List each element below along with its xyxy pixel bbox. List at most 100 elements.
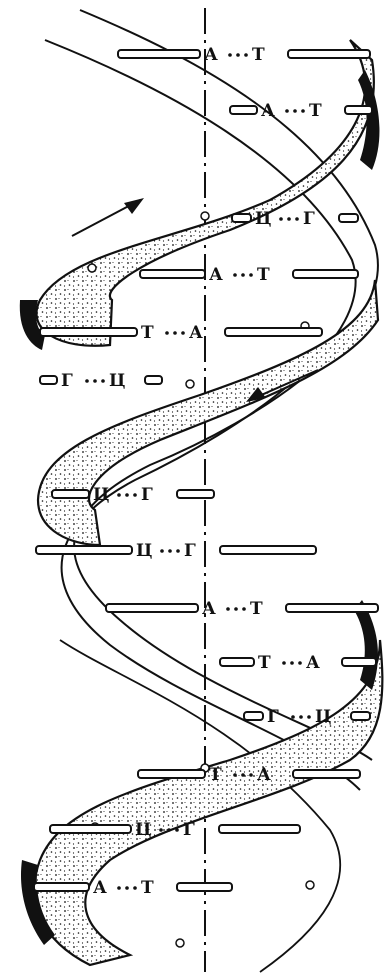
- base-left-label: Ц: [135, 820, 151, 840]
- base-right-label: Т: [141, 878, 154, 898]
- rung-right-bar: [225, 328, 322, 336]
- hydrogen-bond-dot: [307, 715, 311, 719]
- rung-left-bar: [50, 825, 131, 833]
- hydrogen-bond-dot: [228, 53, 232, 57]
- rung-right-bar: [345, 106, 372, 114]
- base-right-label: Г: [183, 820, 195, 840]
- hydrogen-bond-dot: [101, 379, 105, 383]
- hydrogen-bond-dot: [241, 273, 245, 277]
- rung-left-bar: [106, 604, 198, 612]
- ribbon-node: [186, 380, 194, 388]
- rung-right-bar: [342, 658, 376, 666]
- hydrogen-bond-dot: [168, 549, 172, 553]
- hydrogen-bond-dot: [165, 331, 169, 335]
- ribbon-node: [176, 939, 184, 947]
- base-left-label: А: [261, 101, 275, 121]
- hydrogen-bond-dot: [234, 607, 238, 611]
- rung-right-bar: [220, 546, 316, 554]
- rung-right-bar: [177, 883, 232, 891]
- arrow-up-right-icon: [72, 198, 144, 236]
- base-left-label: Г: [267, 707, 279, 727]
- hydrogen-bond-dot: [93, 379, 97, 383]
- rung-right-bar: [286, 604, 378, 612]
- base-right-label: А: [257, 765, 271, 785]
- hydrogen-bond-dot: [285, 109, 289, 113]
- base-right-label: Т: [252, 45, 265, 65]
- base-right-label: Т: [250, 599, 263, 619]
- hydrogen-bond-dot: [233, 273, 237, 277]
- base-left-label: А: [209, 265, 223, 285]
- rung-left-bar: [244, 712, 263, 720]
- hydrogen-bond-dot: [301, 109, 305, 113]
- base-right-label: А: [189, 323, 203, 343]
- rung-left-bar: [230, 106, 257, 114]
- hydrogen-bond-dot: [249, 273, 253, 277]
- base-left-label: Г: [61, 371, 73, 391]
- hydrogen-bond-dot: [125, 493, 129, 497]
- hydrogen-bond-dot: [291, 715, 295, 719]
- hydrogen-bond-dot: [159, 828, 163, 832]
- rung-right-bar: [351, 712, 370, 720]
- rung-left-bar: [138, 770, 205, 778]
- hydrogen-bond-dot: [233, 773, 237, 777]
- hydrogen-bond-dot: [293, 109, 297, 113]
- rung-left-bar: [232, 214, 251, 222]
- ribbon-node: [306, 881, 314, 889]
- base-left-label: А: [204, 45, 218, 65]
- base-left-label: Ц: [136, 541, 152, 561]
- rung-right-bar: [288, 50, 370, 58]
- hydrogen-bond-dot: [117, 886, 121, 890]
- rung-left-bar: [40, 376, 57, 384]
- hydrogen-bond-dot: [282, 661, 286, 665]
- hydrogen-bond-dot: [226, 607, 230, 611]
- base-pair-2: АТ: [230, 101, 372, 121]
- rung-left-bar: [52, 490, 89, 498]
- rung-right-bar: [339, 214, 358, 222]
- base-pair-6: ГЦ: [40, 371, 162, 391]
- hydrogen-bond-dot: [290, 661, 294, 665]
- rung-right-bar: [219, 825, 300, 833]
- hydrogen-bond-dot: [299, 715, 303, 719]
- front-ribbon-lower: [34, 640, 382, 965]
- rung-left-bar: [140, 270, 205, 278]
- hydrogen-bond-dot: [117, 493, 121, 497]
- hydrogen-bond-dot: [242, 607, 246, 611]
- base-left-label: Ц: [93, 485, 109, 505]
- hydrogen-bond-dot: [181, 331, 185, 335]
- base-right-label: Ц: [315, 707, 331, 727]
- hydrogen-bond-dot: [133, 886, 137, 890]
- hydrogen-bond-dot: [249, 773, 253, 777]
- rung-left-bar: [40, 328, 137, 336]
- hydrogen-bond-dot: [236, 53, 240, 57]
- rung-right-bar: [177, 490, 214, 498]
- ribbon-shadow-3: [354, 600, 378, 690]
- hydrogen-bond-dot: [287, 217, 291, 221]
- base-right-label: А: [306, 653, 320, 673]
- hydrogen-bond-dot: [176, 549, 180, 553]
- hydrogen-bond-dot: [160, 549, 164, 553]
- base-right-label: Ц: [109, 371, 125, 391]
- hydrogen-bond-dot: [175, 828, 179, 832]
- hydrogen-bond-dot: [133, 493, 137, 497]
- hydrogen-bond-dot: [295, 217, 299, 221]
- rung-left-bar: [34, 883, 89, 891]
- base-right-label: Г: [303, 209, 315, 229]
- hydrogen-bond-dot: [85, 379, 89, 383]
- ribbon-node: [201, 212, 209, 220]
- base-right-label: Т: [309, 101, 322, 121]
- rung-left-bar: [36, 546, 132, 554]
- base-left-label: А: [93, 878, 107, 898]
- rung-right-bar: [293, 770, 360, 778]
- rung-left-bar: [220, 658, 254, 666]
- base-left-label: Т: [258, 653, 271, 673]
- ribbon-node: [88, 264, 96, 272]
- hydrogen-bond-dot: [279, 217, 283, 221]
- rung-right-bar: [293, 270, 358, 278]
- base-left-label: Т: [141, 323, 154, 343]
- base-left-label: Ц: [255, 209, 271, 229]
- hydrogen-bond-dot: [125, 886, 129, 890]
- base-right-label: Т: [257, 265, 270, 285]
